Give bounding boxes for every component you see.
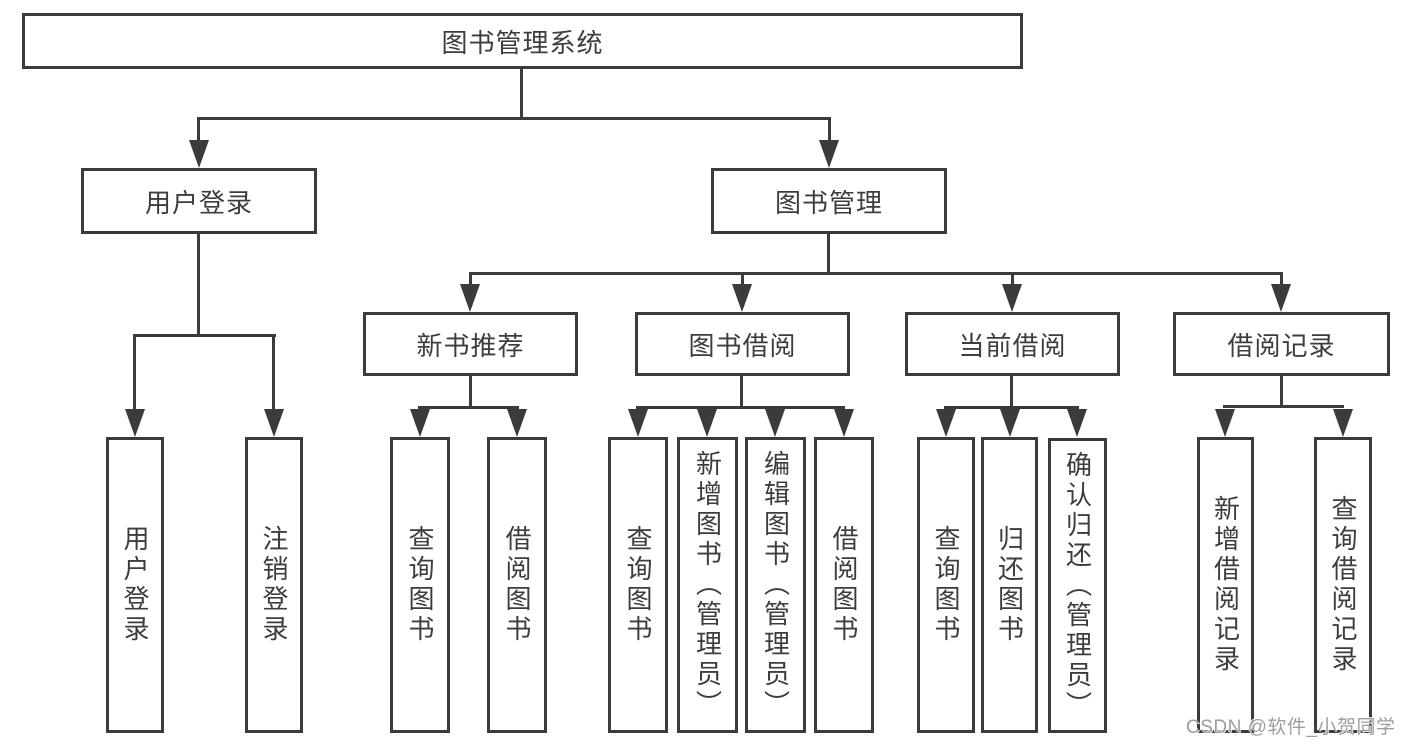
node-borrowing-records-label: 借阅记录	[1227, 330, 1336, 361]
line	[272, 334, 275, 410]
leaf-add-borrow-record-label: 新增借阅记录	[1210, 495, 1241, 675]
leaf-borrow-books-borrowing: 借阅图书	[814, 437, 874, 733]
leaf-query-books-recommend-label: 查询图书	[405, 525, 435, 645]
leaf-confirm-return-admin-label: 确认归还（管理员）	[1062, 450, 1093, 721]
arrow-down-icon	[1000, 409, 1020, 437]
line	[418, 406, 519, 409]
arrow-down-icon	[765, 409, 785, 437]
arrow-down-icon	[1067, 409, 1087, 437]
line	[1010, 376, 1013, 408]
node-book-borrowing-label: 图书借阅	[688, 330, 797, 361]
line	[740, 376, 743, 408]
leaf-add-borrow-record: 新增借阅记录	[1197, 437, 1254, 733]
leaf-query-books-borrowing: 查询图书	[608, 437, 668, 733]
leaf-user-login-label: 用户登录	[120, 525, 150, 645]
arrow-down-icon	[834, 409, 854, 437]
line	[828, 117, 831, 143]
leaf-add-book-admin-label: 新增图书（管理员）	[692, 450, 723, 720]
arrow-down-icon	[819, 140, 839, 168]
arrow-down-icon	[189, 140, 209, 168]
arrow-down-icon	[1333, 409, 1353, 437]
line	[827, 234, 830, 274]
leaf-user-login: 用户登录	[106, 437, 164, 733]
node-root: 图书管理系统	[22, 13, 1023, 69]
line	[197, 117, 200, 143]
node-current-borrowing: 当前借阅	[905, 312, 1120, 376]
leaf-query-books-borrowing-label: 查询图书	[623, 525, 653, 645]
arrow-down-icon	[1271, 284, 1291, 312]
leaf-logout-label: 注销登录	[259, 525, 289, 645]
node-book-management: 图书管理	[711, 168, 947, 234]
leaf-edit-book-admin-label: 编辑图书（管理员）	[760, 450, 791, 720]
line	[469, 376, 472, 408]
node-user-login-label: 用户登录	[144, 187, 253, 218]
line	[469, 272, 472, 287]
leaf-borrow-books-recommend-label: 借阅图书	[502, 525, 532, 645]
arrow-down-icon	[410, 409, 430, 437]
arrow-down-icon	[507, 409, 527, 437]
arrow-down-icon	[125, 409, 145, 437]
leaf-add-book-admin: 新增图书（管理员）	[677, 437, 738, 733]
node-current-borrowing-label: 当前借阅	[958, 330, 1067, 361]
line	[636, 406, 845, 409]
line	[1223, 405, 1344, 408]
line	[469, 272, 1283, 275]
leaf-return-books-label: 归还图书	[994, 525, 1025, 645]
leaf-borrow-books-recommend: 借阅图书	[487, 437, 547, 733]
node-new-book-recommend: 新书推荐	[363, 312, 578, 376]
line	[1280, 272, 1283, 287]
leaf-edit-book-admin: 编辑图书（管理员）	[745, 437, 806, 733]
line	[133, 334, 276, 337]
node-new-book-recommend-label: 新书推荐	[416, 330, 525, 361]
leaf-return-books: 归还图书	[981, 437, 1038, 733]
arrow-down-icon	[936, 409, 956, 437]
line	[741, 272, 744, 287]
arrow-down-icon	[460, 284, 480, 312]
leaf-query-books-current: 查询图书	[917, 437, 975, 733]
leaf-query-books-recommend: 查询图书	[390, 437, 450, 733]
arrow-down-icon	[732, 284, 752, 312]
leaf-query-books-current-label: 查询图书	[931, 525, 961, 645]
csdn-watermark: CSDN @软件_小贺同学	[1186, 717, 1396, 738]
node-book-borrowing: 图书借阅	[635, 312, 850, 376]
arrow-down-icon	[1002, 284, 1022, 312]
line	[1280, 376, 1283, 407]
arrow-down-icon	[264, 409, 284, 437]
node-borrowing-records: 借阅记录	[1173, 312, 1390, 376]
leaf-query-borrow-record: 查询借阅记录	[1314, 437, 1372, 733]
line	[1011, 272, 1014, 287]
arrow-down-icon	[628, 409, 648, 437]
leaf-confirm-return-admin: 确认归还（管理员）	[1048, 438, 1107, 733]
node-book-management-label: 图书管理	[774, 187, 883, 218]
leaf-logout: 注销登录	[245, 437, 303, 733]
arrow-down-icon	[1215, 409, 1235, 437]
arrow-down-icon	[697, 409, 717, 437]
line	[197, 234, 200, 337]
line	[520, 69, 523, 118]
line	[198, 117, 831, 120]
line	[944, 406, 1079, 409]
leaf-borrow-books-borrowing-label: 借阅图书	[829, 525, 859, 645]
leaf-query-borrow-record-label: 查询借阅记录	[1328, 495, 1358, 675]
line	[133, 334, 136, 410]
node-root-label: 图书管理系统	[441, 27, 604, 58]
node-user-login: 用户登录	[81, 168, 317, 234]
